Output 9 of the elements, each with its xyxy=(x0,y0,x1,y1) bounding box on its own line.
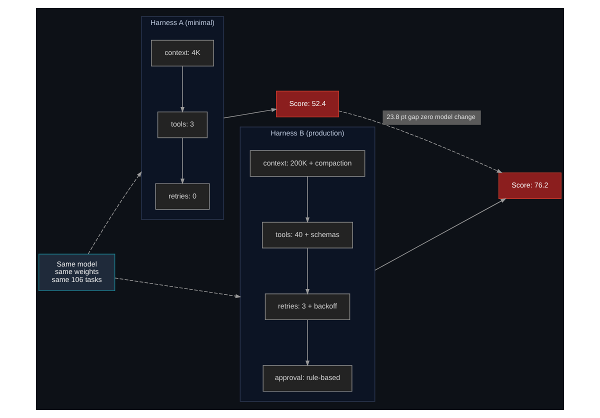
arrow xyxy=(223,108,278,118)
arrow xyxy=(306,319,310,366)
arrow xyxy=(374,198,506,271)
arrow xyxy=(88,171,142,254)
arrow xyxy=(180,66,185,113)
arrow xyxy=(306,248,310,295)
arrow xyxy=(180,137,185,184)
arrow xyxy=(306,176,310,224)
arrow xyxy=(114,278,242,298)
